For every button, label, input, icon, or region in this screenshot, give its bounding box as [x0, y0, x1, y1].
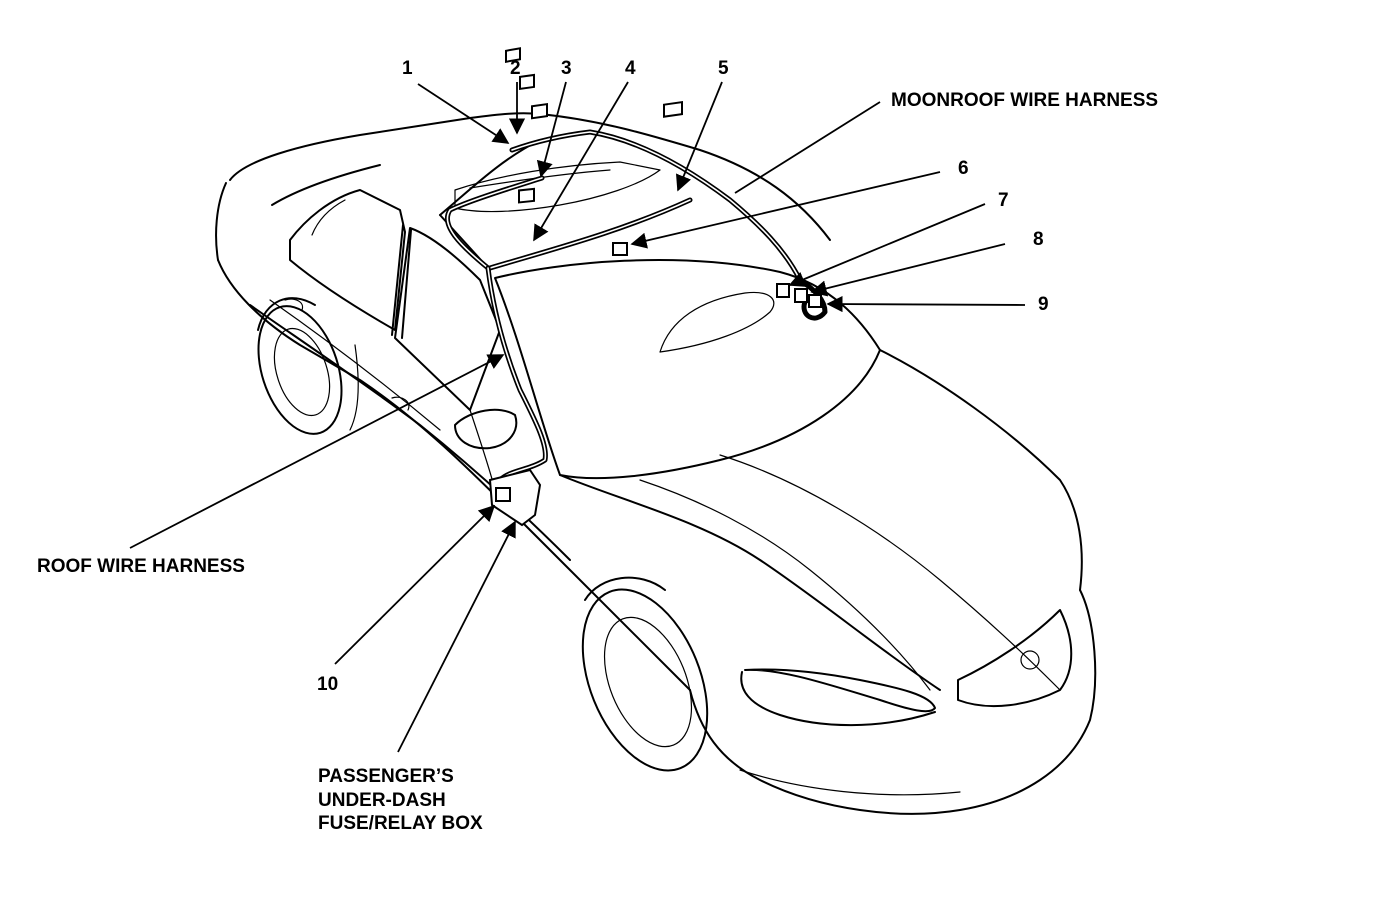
- leader-8: [810, 243, 1006, 297]
- connector-9: [808, 294, 822, 308]
- roof-wire-harness: [485, 265, 548, 483]
- connector-5: [663, 101, 683, 118]
- fuse-box-label-line2: UNDER-DASH: [318, 790, 446, 811]
- callout-4: 4: [625, 58, 636, 79]
- fuse-relay-box: [488, 468, 542, 527]
- leader-1: [417, 83, 510, 144]
- callout-8: 8: [1033, 229, 1044, 250]
- leader-roof: [129, 354, 505, 549]
- leader-4: [533, 81, 629, 242]
- car-outline: [215, 112, 1097, 815]
- callout-6: 6: [958, 158, 969, 179]
- callout-5: 5: [718, 58, 729, 79]
- leader-lines: [129, 81, 1026, 753]
- leader-3: [536, 81, 567, 178]
- callout-10: 10: [317, 674, 339, 695]
- moonroof-wire-harness-label: MOONROOF WIRE HARNESS: [891, 90, 1159, 111]
- connector-2: [519, 73, 535, 91]
- callout-2: 2: [510, 58, 521, 79]
- connector-8: [794, 288, 808, 303]
- leader-5: [675, 81, 723, 192]
- connector-4: [518, 187, 535, 204]
- leader-moonroof: [734, 101, 881, 194]
- leader-9: [826, 295, 1026, 313]
- connector-3: [531, 102, 548, 120]
- leader-10: [334, 504, 496, 665]
- roof-wire-harness-label: ROOF WIRE HARNESS: [37, 556, 245, 577]
- connector-1: [505, 47, 521, 63]
- callout-1: 1: [402, 58, 413, 79]
- leader-6: [630, 171, 941, 249]
- fuse-box-label-line3: FUSE/RELAY BOX: [318, 813, 483, 834]
- moonroof-wire-harness: [444, 129, 828, 321]
- callout-9: 9: [1038, 294, 1049, 315]
- callout-7: 7: [998, 190, 1009, 211]
- connector-7: [776, 283, 790, 298]
- leader-fuse-box: [397, 520, 516, 753]
- connector-6: [612, 242, 628, 256]
- fuse-box-label-line1: PASSENGER’S: [318, 766, 454, 787]
- leader-7: [788, 203, 986, 287]
- callout-3: 3: [561, 58, 572, 79]
